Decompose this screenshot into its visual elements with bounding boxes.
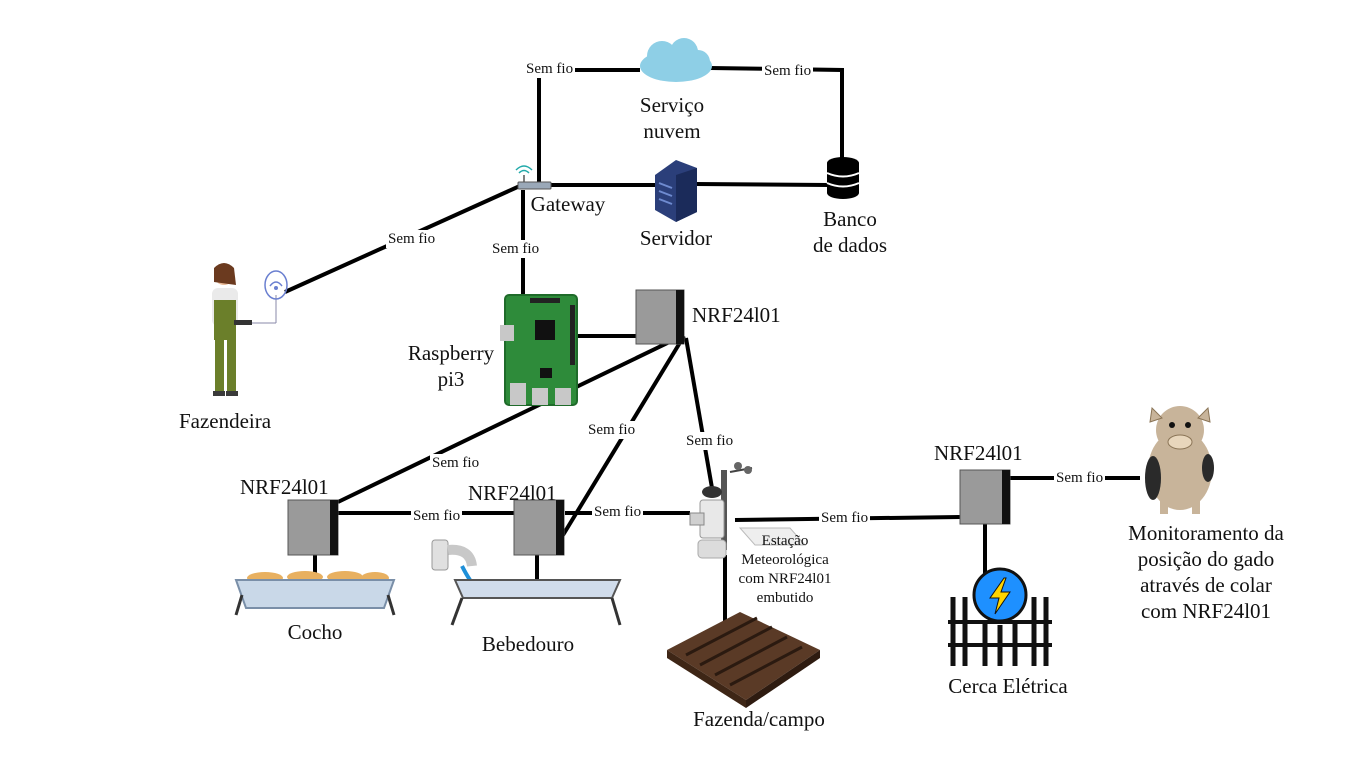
farmer-label: Fazendeira [178,409,272,433]
edge-label-gateway-cloud: Sem fio [524,60,576,78]
feed-trough-icon [234,571,396,616]
raspberry-pi-icon [500,294,578,406]
farmer-icon [212,263,252,396]
gateway-label: Gateway [530,192,606,216]
electric-fence-icon [948,567,1052,666]
cloud-icon [640,38,712,82]
nrf-main-label: NRF24l01 [692,303,781,327]
field-icon [667,612,820,708]
edge-nrf-weather [684,337,714,489]
edge-label-weather-fence: Sem fio [819,509,871,527]
water-trough-icon [431,539,622,626]
server-icon [655,160,697,222]
cattle-icon [1145,406,1214,514]
edge-cloud-database [709,66,844,160]
edge-server-database [694,182,829,187]
nrf-cocho-label: NRF24l01 [240,475,329,499]
raspberry-label: Raspberry pi3 [407,341,495,391]
edge-label-cloud-database: Sem fio [762,62,814,80]
server-label: Servidor [639,226,713,250]
edge-label-bebedouro-weather: Sem fio [592,503,644,521]
cocho-label: Cocho [287,620,343,644]
database-icon [826,157,860,199]
nrf-cerca-label: NRF24l01 [934,441,1023,465]
edge-label-gateway-raspberry: Sem fio [490,240,542,258]
nrf-bebedouro-label: NRF24l01 [468,481,557,505]
database-label: Banco de dados [812,207,888,257]
edge-label-nrf-bebedouro: Sem fio [586,421,638,439]
edge-label-nrf-weather: Sem fio [684,432,736,450]
cattle-label: Monitoramento da posição do gado através… [1128,521,1284,623]
router-icon [515,165,552,190]
weather-station-icon [689,462,807,559]
edge-label-cocho-bebedouro: Sem fio [411,507,463,525]
edge-label-nrf-cocho: Sem fio [430,454,482,472]
fence-label: Cerca Elétrica [948,674,1068,698]
bebedouro-label: Bebedouro [481,632,575,656]
cloud-label: Serviço nuvem [639,93,705,143]
edge-label-farmer-gateway: Sem fio [386,230,438,248]
weather-label: Estação Meteorológica com NRF24l01 embut… [738,533,832,606]
nrf-module-icon [287,289,1011,556]
edge-label-fence-cattle: Sem fio [1054,469,1106,487]
edge-nrf-cocho [337,333,685,504]
tablet-icon [252,270,288,324]
field-label: Fazenda/campo [693,707,825,731]
